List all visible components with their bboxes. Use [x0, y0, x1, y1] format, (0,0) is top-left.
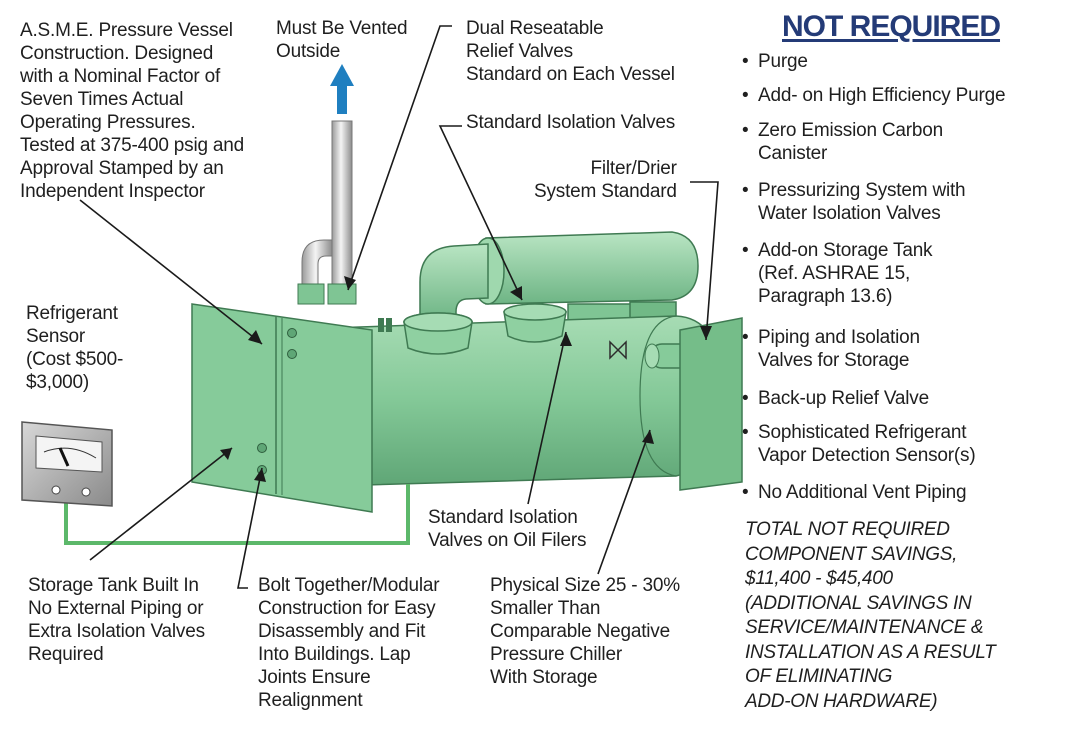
bullet-icon: • [742, 422, 749, 443]
bullet-icon: • [742, 120, 749, 141]
filter-drier-label: Filter/Drier System Standard [534, 158, 677, 202]
sensor-wire [64, 484, 410, 545]
vent-arrow-icon [330, 64, 354, 114]
bullet-icon: • [742, 240, 749, 261]
leader-arrowheads [220, 276, 712, 482]
bullet-icon: • [742, 388, 749, 409]
bullet-icon: • [742, 482, 749, 503]
not-required-title: NOT REQUIRED [782, 10, 1001, 43]
relief-valves-label: Dual Reseatable Relief Valves Standard o… [466, 18, 675, 85]
list-item-text: Pressurizing System with Water Isolation… [758, 180, 966, 224]
vent-pipes [297, 120, 357, 305]
bullet-icon: • [742, 327, 749, 348]
list-item-text: Back-up Relief Valve [758, 388, 929, 409]
savings-note: TOTAL NOT REQUIRED COMPONENT SAVINGS, $1… [745, 519, 996, 712]
list-item-text: Sophisticated Refrigerant Vapor Detectio… [758, 422, 976, 466]
refrigerant-sensor-label: Refrigerant Sensor (Cost $500- $3,000) [26, 303, 124, 393]
isolation-valves-label: Standard Isolation Valves [466, 112, 676, 133]
leader-lines [79, 25, 719, 589]
list-item-text: Add- on High Efficiency Purge [758, 85, 1006, 106]
asme-construction-label: A.S.M.E. Pressure Vessel Construction. D… [20, 20, 245, 202]
physical-size-label: Physical Size 25 - 30% Smaller Than Comp… [490, 575, 680, 688]
list-item-text: No Additional Vent Piping [758, 482, 967, 503]
bullet-icon: • [742, 180, 749, 201]
bullet-icon: • [742, 85, 749, 106]
bolt-together-label: Bolt Together/Modular Construction for E… [258, 575, 440, 711]
list-item-text: Zero Emission Carbon Canister [758, 120, 944, 164]
right-end-panel [679, 317, 743, 491]
list-item-text: Piping and Isolation Valves for Storage [758, 327, 920, 371]
left-end-frame [191, 303, 373, 513]
storage-tank-label: Storage Tank Built In No External Piping… [28, 575, 205, 665]
sensor-meter-icon [21, 421, 113, 507]
list-item-text: Purge [758, 51, 808, 72]
bullet-icon: • [742, 51, 749, 72]
oil-filter-valves-label: Standard Isolation Valves on Oil Filers [428, 507, 587, 551]
lower-shell [329, 303, 723, 487]
must-be-vented-label: Must Be Vented Outside [276, 18, 408, 62]
list-item-text: Add-on Storage Tank (Ref. ASHRAE 15, Par… [758, 240, 933, 307]
